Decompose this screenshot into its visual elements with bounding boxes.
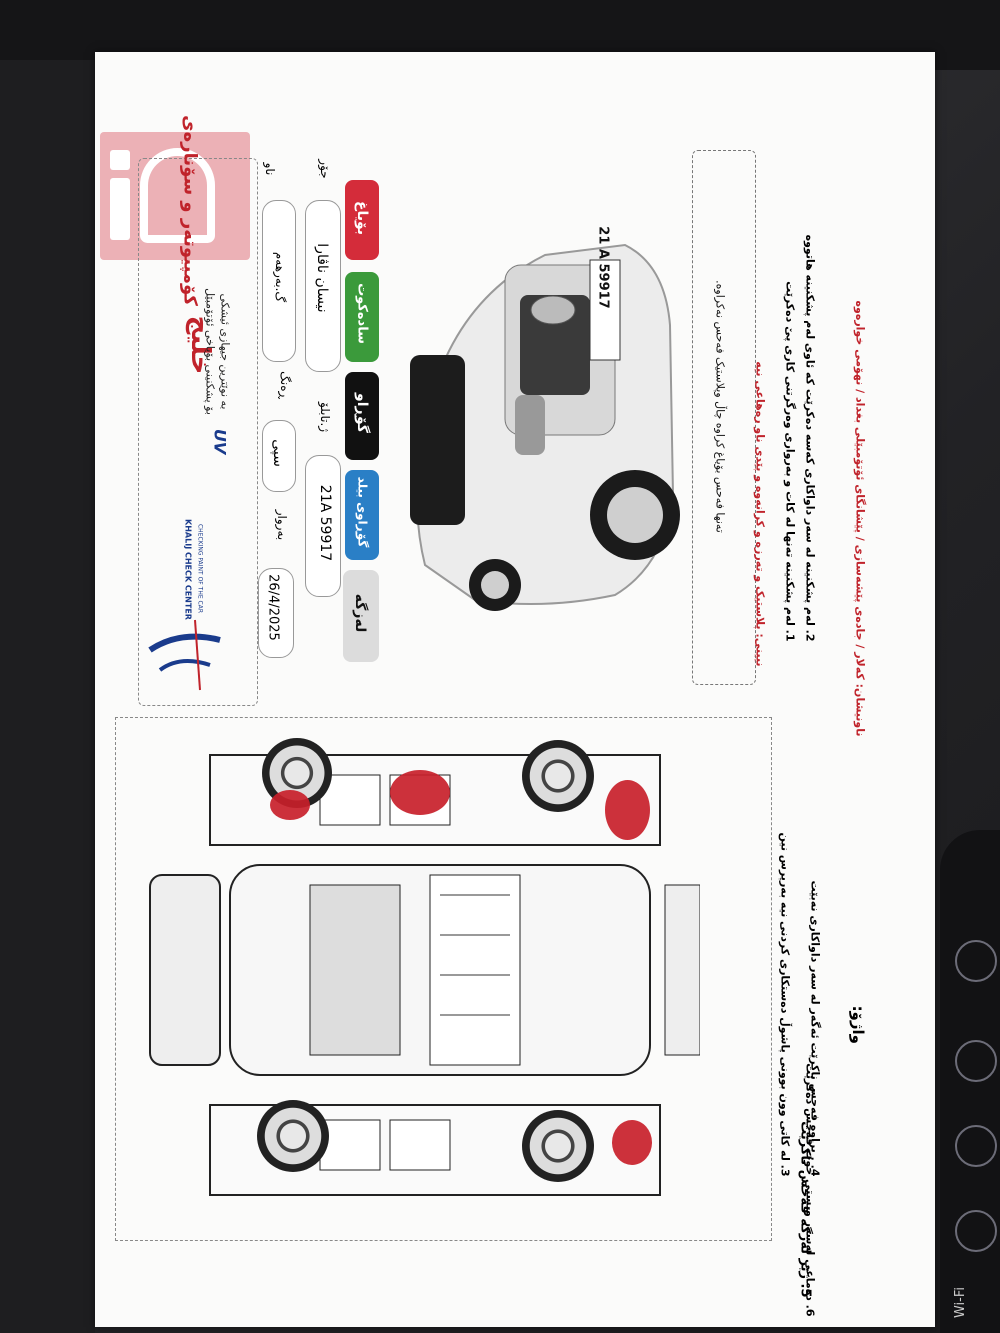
plate-field <box>305 455 341 597</box>
color-value: سپی <box>270 439 286 467</box>
brand-logo-icon <box>148 619 221 691</box>
chip-changed-body-label: گۆڕاوی بیلد <box>355 476 370 548</box>
type-field <box>262 200 296 362</box>
wifi-label: Wi-Fi <box>953 1286 969 1319</box>
chip-changed-label: گۆڕاو <box>354 393 370 433</box>
chip-clean <box>343 570 379 662</box>
chip-changed <box>345 372 379 460</box>
scanner-left-frame <box>0 60 95 1333</box>
notice-text: تەنها فەحس بۆیاغ کراوە چاڵ وپلاستیک فەحس… <box>713 280 727 533</box>
plate-label: ژ.تابلۆ <box>318 401 332 433</box>
chip-clean-label: لەزگە <box>352 593 368 633</box>
wheel-rear-right <box>522 1110 594 1182</box>
watermark-i-icon <box>110 150 132 245</box>
watermark-g-icon <box>140 148 215 243</box>
damage-mark-4 <box>270 790 310 820</box>
play-button[interactable] <box>955 940 997 982</box>
chip-changed-body <box>345 470 379 560</box>
date-label: بەروار <box>275 509 289 541</box>
chip-original-label: سادەکوت <box>354 283 370 344</box>
color-field <box>262 420 296 492</box>
wheel-rear-left <box>257 1100 329 1172</box>
type-label: گ.بەرهەم <box>273 251 287 303</box>
address-label: ناونیشان: <box>853 683 867 737</box>
scanner-device <box>940 830 1000 1333</box>
chip-painted-label: بۆیاغ <box>354 200 370 236</box>
address: ناونیشان: کەلار / جادەی پێشەسازی / پێشان… <box>854 137 867 737</box>
settings-button[interactable] <box>955 1210 997 1252</box>
note-6: 6. دەماعی لەسەر وبستی خوت فەحس دەکرێت <box>803 1063 817 1317</box>
plastic-note: نیینی: پلاستیک و تەرزە و کرانەوە و پێدی … <box>753 361 767 667</box>
car-photo <box>410 243 680 611</box>
date-value: 26/4/2025 <box>265 574 281 641</box>
model-label: جۆر <box>318 159 332 179</box>
uv-label: UV <box>210 428 230 455</box>
model-field <box>305 200 341 372</box>
note-3: 3. لە کاتی وون بوونی پاشوڵ دەستکاری کردن… <box>778 832 792 1177</box>
date-field <box>258 568 294 658</box>
document-button[interactable] <box>955 1125 997 1167</box>
damage-mark-2 <box>605 780 650 840</box>
chip-original <box>345 272 379 362</box>
chip-painted <box>345 180 379 260</box>
brand-subtitle: کۆمپیوتەر و سۆنارەی <box>179 115 201 306</box>
header-box <box>138 158 258 706</box>
car-plate-number: 21 A 59917 <box>595 226 611 309</box>
notice-box <box>692 150 756 685</box>
color-label: ڕەنگ <box>278 371 292 399</box>
signature-label: واژۆ: <box>849 1005 867 1044</box>
note-2: 2. لەم پشکنینە لە سەر داواکاری کەسە دەکر… <box>803 234 817 642</box>
plate-value: 21A 59917 <box>317 484 333 562</box>
owner-label: ناو <box>263 162 277 176</box>
address-value: کەلار / جادەی پێشەسازی / پێشانگای ئۆتۆمب… <box>853 300 867 680</box>
damage-mark-3 <box>612 1120 652 1165</box>
damage-diagram-box <box>115 717 772 1241</box>
copy-button[interactable] <box>955 1040 997 1082</box>
wheel-front-right <box>522 740 594 812</box>
damage-mark-1 <box>390 770 450 815</box>
note-1: 1. لەم پشکنینە تەنها لە کات و بەرواری وە… <box>783 281 797 642</box>
model-value: نیسان ناڤارا <box>314 243 330 313</box>
